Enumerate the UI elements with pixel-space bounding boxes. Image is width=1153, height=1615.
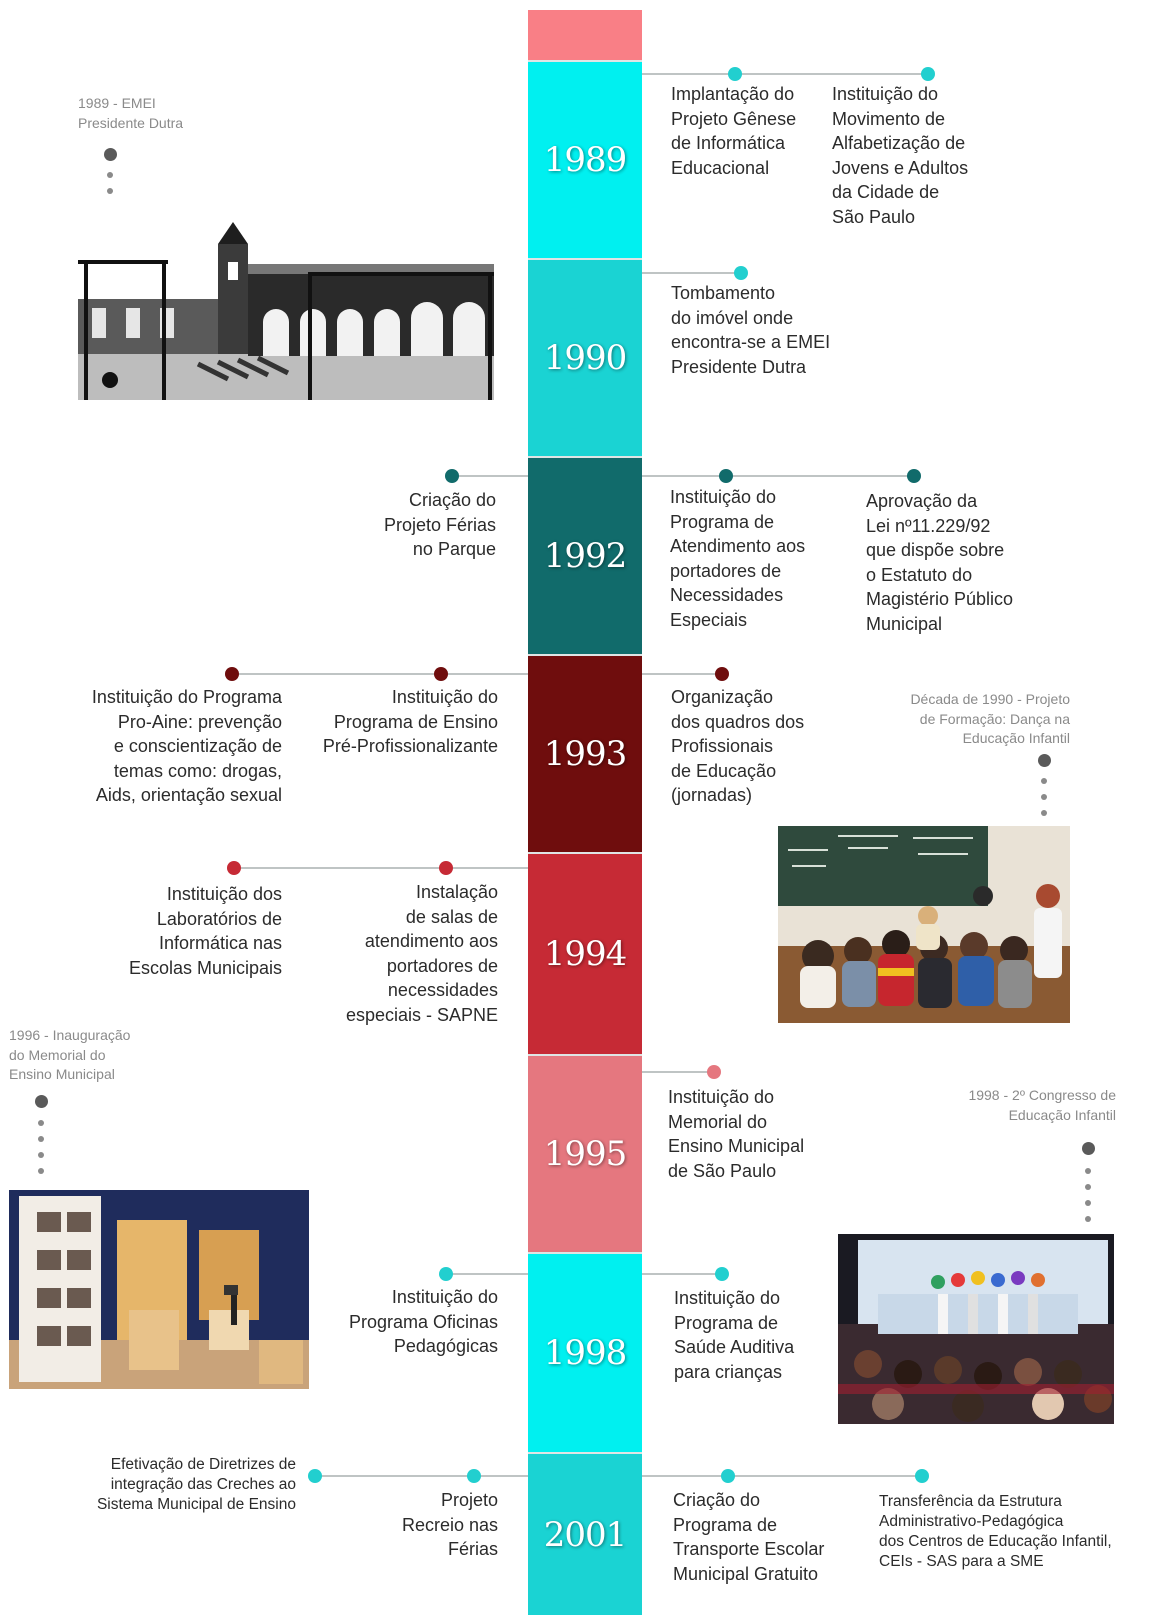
caption-pointer-dot (1041, 778, 1047, 784)
year-block-1989: 1989 (528, 62, 642, 260)
event-marker (439, 1267, 453, 1281)
year-block-1995: 1995 (528, 1056, 642, 1254)
event-text: Aprovação da Lei nº11.229/92 que dispõe … (866, 491, 1014, 634)
event-marker (721, 1469, 735, 1483)
event-text: Criação do Programa de Transporte Escola… (673, 1490, 825, 1584)
event-text: Tombamento do imóvel onde encontra-se a … (671, 283, 831, 377)
year-label: 2001 (543, 1514, 628, 1555)
event-marker (907, 469, 921, 483)
caption-pointer-dot (38, 1120, 44, 1126)
connector-line (232, 673, 528, 675)
photo-danca-educacao-infantil (778, 826, 1070, 1023)
connector-line (446, 1273, 528, 1275)
connector-line (642, 1273, 722, 1275)
event-text: Instituição do Memorial do Ensino Munici… (668, 1087, 805, 1181)
event-text: Instituição do Programa de Atendimento a… (670, 487, 806, 630)
event-marker (921, 67, 935, 81)
event-text: Organização dos quadros dos Profissionai… (671, 687, 805, 805)
connector-line (234, 867, 528, 869)
event-text: Transferência da Estrutura Administrativ… (879, 1493, 1112, 1570)
event-marker (225, 667, 239, 681)
event-text: Instituição do Movimento de Alfabetizaçã… (832, 84, 969, 227)
photo-caption: Década de 1990 - Projeto de Formação: Da… (910, 691, 1070, 746)
year-label: 1989 (543, 140, 628, 180)
caption-pointer-dot (107, 172, 113, 178)
connector-line (642, 272, 740, 274)
photo-caption: 1998 - 2º Congresso de Educação Infantil (968, 1087, 1116, 1123)
connector-line (642, 1475, 922, 1477)
caption-pointer-dot (38, 1136, 44, 1142)
caption-pointer-dot (38, 1168, 44, 1174)
year-block-1992: 1992 (528, 458, 642, 656)
photo-caption: 1996 - Inauguração do Memorial do Ensino… (9, 1027, 131, 1082)
caption-pointer (1038, 754, 1051, 767)
connector-line (642, 73, 928, 75)
event-marker (467, 1469, 481, 1483)
year-block-1993: 1993 (528, 656, 642, 854)
caption-pointer-dot (1041, 810, 1047, 816)
photo-caption: 1989 - EMEI Presidente Dutra (78, 95, 184, 131)
connector-line (452, 475, 528, 477)
caption-pointer (35, 1095, 48, 1108)
year-label: 1993 (543, 734, 628, 774)
caption-pointer-dot (1085, 1168, 1091, 1174)
event-marker (227, 861, 241, 875)
timeline-top-cap (528, 10, 642, 62)
caption-pointer (104, 148, 117, 161)
year-block-2001: 2001 (528, 1454, 642, 1615)
event-marker (715, 1267, 729, 1281)
caption-pointer-dot (1041, 794, 1047, 800)
event-marker (445, 469, 459, 483)
caption-pointer-dot (38, 1152, 44, 1158)
year-block-1994: 1994 (528, 854, 642, 1056)
year-label: 1992 (543, 536, 628, 576)
connector-line (642, 475, 916, 477)
event-text: Implantação do Projeto Gênese de Informá… (671, 84, 797, 178)
event-marker (715, 667, 729, 681)
event-text: Instituição do Programa Pro-Aine: preven… (91, 687, 282, 805)
year-label: 1995 (543, 1134, 628, 1174)
year-label: 1990 (543, 338, 628, 378)
connector-line (642, 1071, 714, 1073)
event-marker (734, 266, 748, 280)
event-text: Instituição dos Laboratórios de Informát… (128, 884, 282, 978)
year-label: 1994 (543, 934, 628, 974)
event-marker (719, 469, 733, 483)
event-text: Instalação de salas de atendimento aos p… (345, 882, 498, 1025)
connector-line (318, 1475, 528, 1477)
photo-emei-presidente-dutra (78, 204, 494, 400)
event-marker (707, 1065, 721, 1079)
year-block-1998: 1998 (528, 1254, 642, 1454)
caption-pointer-dot (1085, 1184, 1091, 1190)
event-text: Instituição do Programa de Ensino Pré-Pr… (322, 687, 498, 756)
event-text: Instituição do Programa de Saúde Auditiv… (674, 1288, 795, 1382)
event-marker (308, 1469, 322, 1483)
photo-congresso-educacao-infantil (838, 1234, 1114, 1424)
caption-pointer-dot (1085, 1200, 1091, 1206)
photo-memorial-ensino-municipal (9, 1190, 309, 1389)
event-marker (439, 861, 453, 875)
event-text: Efetivação de Diretrizes de integração d… (96, 1456, 296, 1513)
caption-pointer-dot (107, 188, 113, 194)
caption-pointer (1082, 1142, 1095, 1155)
event-marker (434, 667, 448, 681)
year-label: 1998 (543, 1333, 628, 1373)
event-text: Criação do Projeto Férias no Parque (383, 490, 496, 559)
year-block-1990: 1990 (528, 260, 642, 458)
caption-pointer-dot (1085, 1216, 1091, 1222)
event-text: Projeto Recreio nas Férias (401, 1490, 498, 1559)
event-marker (915, 1469, 929, 1483)
event-text: Instituição do Programa Oficinas Pedagóg… (348, 1287, 498, 1356)
connector-line (642, 673, 722, 675)
event-marker (728, 67, 742, 81)
